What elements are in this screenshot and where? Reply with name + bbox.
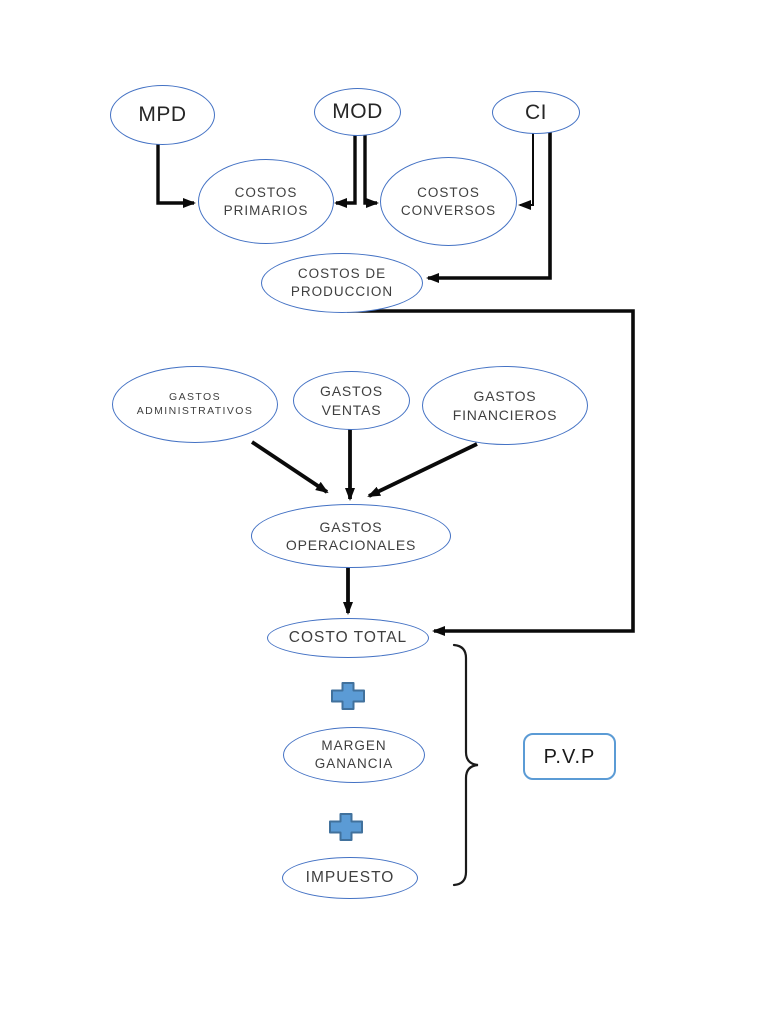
plus-icon [331, 682, 365, 710]
edge-mod-to-costos-primarios [334, 135, 357, 208]
edge-mpd-to-costos-primarios [156, 144, 196, 208]
edge-ci-to-costos-produccion [426, 131, 552, 283]
node-mod: MOD [314, 88, 401, 136]
node-mpd-label: MPD [138, 103, 187, 127]
edge-gastos-administrativos-to-operacionales [250, 440, 329, 494]
node-costo-total: COSTO TOTAL [267, 618, 429, 658]
node-costos-conversos: COSTOS CONVERSOS [380, 157, 517, 246]
node-pvp-label: P.V.P [543, 745, 596, 768]
node-pvp: P.V.P [523, 733, 616, 780]
node-impuesto: IMPUESTO [282, 857, 418, 899]
node-gastos-administrativos: GASTOS ADMINISTRATIVOS [112, 366, 278, 443]
edge-mod-to-costos-conversos [363, 135, 379, 208]
node-mod-label: MOD [332, 100, 383, 124]
node-margen-ganancia-label: MARGEN GANANCIA [314, 738, 394, 771]
node-gastos-financieros-label: GASTOS FINANCIEROS [452, 388, 558, 423]
node-margen-ganancia: MARGEN GANANCIA [283, 727, 425, 783]
node-gastos-administrativos-label: GASTOS ADMINISTRATIVOS [136, 390, 254, 417]
node-costos-primarios-label: COSTOS PRIMARIOS [223, 184, 309, 218]
node-impuesto-label: IMPUESTO [305, 868, 395, 886]
edge-costos-produccion-to-costo-total [347, 309, 635, 636]
plus-icon [329, 813, 363, 841]
node-ci: CI [492, 91, 580, 134]
node-gastos-financieros: GASTOS FINANCIEROS [422, 366, 588, 445]
node-gastos-ventas-label: GASTOS VENTAS [320, 383, 383, 418]
edge-ci-to-costos-conversos [518, 132, 534, 210]
node-gastos-operacionales-label: GASTOS OPERACIONALES [285, 518, 417, 553]
node-costos-produccion: COSTOS DE PRODUCCION [261, 253, 423, 313]
node-mpd: MPD [110, 85, 215, 145]
edge-gastos-financieros-to-operacionales [367, 442, 478, 498]
node-costos-produccion-label: COSTOS DE PRODUCCION [290, 266, 394, 299]
node-costos-conversos-label: COSTOS CONVERSOS [400, 184, 497, 218]
node-ci-label: CI [525, 100, 547, 124]
node-gastos-ventas: GASTOS VENTAS [293, 371, 410, 430]
node-gastos-operacionales: GASTOS OPERACIONALES [251, 504, 451, 568]
brace [452, 643, 479, 887]
node-costos-primarios: COSTOS PRIMARIOS [198, 159, 334, 244]
node-costo-total-label: COSTO TOTAL [288, 628, 408, 646]
